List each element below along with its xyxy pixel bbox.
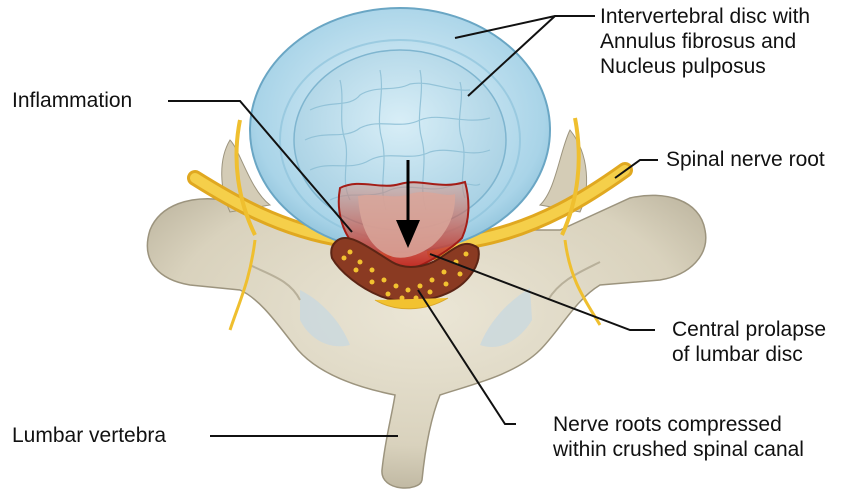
label-lumbar-vertebra: Lumbar vertebra xyxy=(12,424,167,447)
leader-nerve-root xyxy=(614,159,658,179)
leader-lines xyxy=(168,15,658,437)
label-prolapse-line-2: of lumbar disc xyxy=(672,343,803,366)
label-inflammation: Inflammation xyxy=(12,89,133,112)
leader-compressed xyxy=(417,289,516,425)
label-intervertebral-disc: Intervertebral disc with Annulus fibrosu… xyxy=(600,4,810,79)
label-central-prolapse: Central prolapse of lumbar disc xyxy=(672,317,826,367)
leader-inflammation xyxy=(168,100,353,233)
label-disc-line-1: Intervertebral disc with xyxy=(600,5,811,28)
label-compressed-line-1: Nerve roots compressed xyxy=(553,413,782,436)
label-spinal-nerve-root: Spinal nerve root xyxy=(666,148,825,171)
leader-disc-nucleus xyxy=(467,15,556,97)
label-disc-line-3: Nucleus pulposus xyxy=(600,55,766,78)
label-compressed-line-2: within crushed spinal canal xyxy=(553,438,804,461)
label-prolapse-line-1: Central prolapse xyxy=(672,318,827,341)
compressed-spinal-canal xyxy=(330,237,480,310)
label-disc-line-2: Annulus fibrosus and xyxy=(600,30,797,53)
prolapse-arrow xyxy=(396,160,420,248)
label-nerve-roots-compressed: Nerve roots compressed within crushed sp… xyxy=(553,412,804,462)
leader-prolapse xyxy=(429,253,655,331)
